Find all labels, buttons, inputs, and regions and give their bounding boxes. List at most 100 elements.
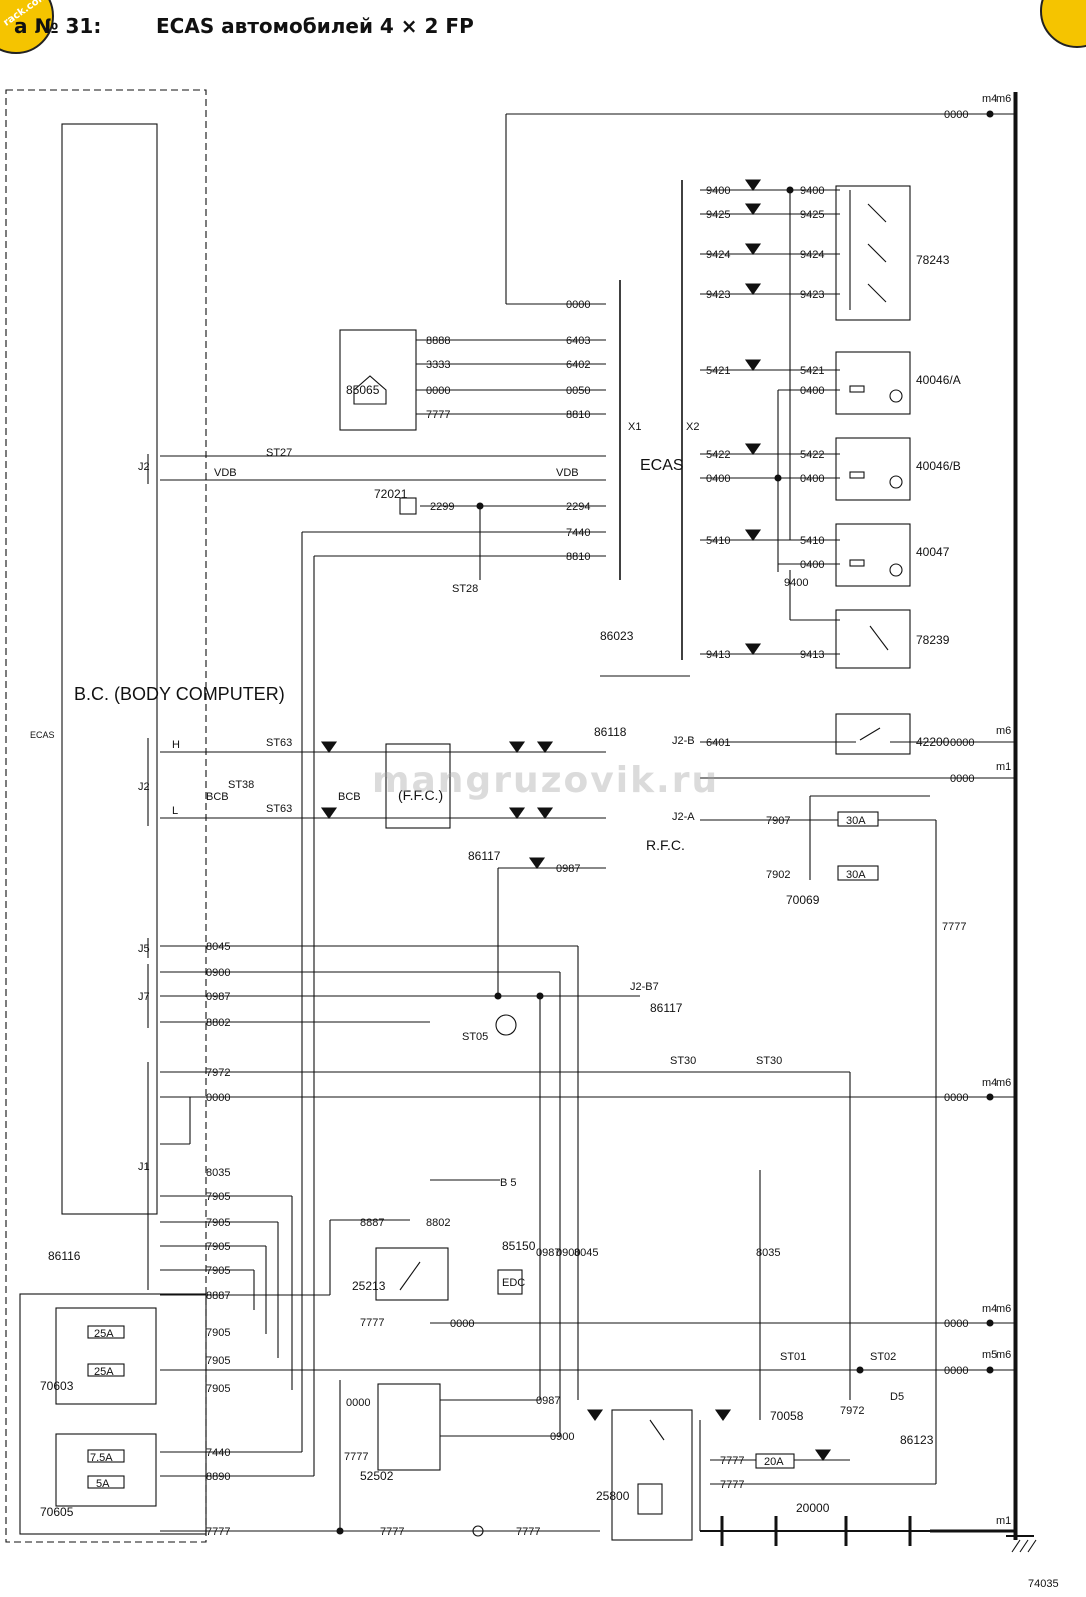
ground-label-m4-mid: m4 [982,1077,997,1089]
wire-label-9400: 9400 [800,185,824,197]
wire-label-7905-6: 7905 [206,1355,230,1367]
st30-label-1: ST30 [670,1055,696,1067]
ground-label-m1-bottom: m1 [996,1515,1011,1527]
component-label-86117: 86117 [650,1001,683,1015]
wire-label-0000-mid: 0000 [944,1092,968,1104]
ground-label-m6-mid: m6 [996,1077,1011,1089]
component-78243 [835,185,911,321]
wire-label-0000-52502: 0000 [346,1397,370,1409]
wire-label-0050: 0050 [566,385,590,397]
fuse-box-70603 [55,1307,157,1405]
wire-label-7905-3: 7905 [206,1241,230,1253]
ffc-box [385,743,451,829]
connector-label-j2b: J2-B [672,735,695,747]
wire-label-9413-b: 9413 [800,649,824,661]
component-label-85150: 85150 [502,1239,536,1253]
diagram-title: ECAS автомобилей 4 × 2 FP [156,14,474,38]
wire-label-0000-42200: 0000 [950,737,974,749]
wire-label-7777-relay: 7777 [360,1317,384,1329]
wire-label-8887: 8887 [206,1290,230,1302]
ffc-code-label: 86117 [468,849,501,863]
wire-label-7440-b: 7440 [206,1447,230,1459]
wire-label-0000-switch: 0000 [944,1365,968,1377]
component-40046b [835,437,911,501]
wire-label-8890: 8890 [206,1471,230,1483]
ground-label-m1-rfc: m1 [996,761,1011,773]
connector-label-j7: J7 [138,991,150,1003]
ground-label-m4-top: m4 [982,93,997,105]
switch-85065 [339,329,417,431]
reference-number: 74035 [1028,1578,1059,1590]
wire-label-0900: 0900 [206,967,230,979]
wire-label-0000-x1: 0000 [566,299,590,311]
ffc-label: (F.F.C.) [398,787,443,803]
wire-label-7777-mid: 7777 [380,1526,404,1538]
relay-25213 [375,1247,449,1301]
switch-52502-label: 52502 [360,1469,394,1483]
wire-label-2294: 2294 [566,501,590,513]
component-42200 [835,713,911,755]
wire-label-5410-a: 5410 [706,535,730,547]
component-78239 [835,609,911,669]
wire-label-3333: 3333 [426,359,450,371]
component-40046a [835,351,911,415]
wire-label-9400-b: 9400 [706,185,730,197]
wire-label-0400-b: 0400 [706,473,730,485]
rfc-label: R.F.C. [646,837,685,853]
fuse-label-30a-1: 30A [846,815,866,827]
ground-label-m6-switch: m6 [996,1349,1011,1361]
wire-label-6401: 6401 [706,737,730,749]
wire-label-8888: 8888 [426,335,450,347]
wire-label-8810: 8810 [566,551,590,563]
wire-label-7440: 7440 [566,527,590,539]
wire-label-0000-relay-right: 0000 [944,1318,968,1330]
body-computer-code: 86116 [48,1249,81,1263]
wire-label-7777-bottom: 7777 [206,1526,230,1538]
l-label-left: L [172,805,178,817]
wire-label-0000-relay: 0000 [450,1318,474,1330]
component-label-40047: 40047 [916,545,950,559]
fuse-label-7-5a: 7.5A [90,1452,113,1464]
wire-label-7905-4: 7905 [206,1265,230,1277]
fuse-label-25a-1: 25A [94,1328,114,1340]
wire-label-8045: 8045 [206,941,230,953]
component-label-42200: 42200 [916,735,950,749]
fuse-label-5a: 5A [96,1478,110,1490]
st63-label-top: ST63 [266,737,292,749]
connector-label-j2b7: J2-B7 [630,981,659,993]
wire-label-0400-a: 0400 [800,385,824,397]
wire-label-7972-v: 7972 [840,1405,864,1417]
watermark: mangruzovik.ru [372,760,720,801]
component-label-70069: 70069 [786,893,820,907]
wire-label-5421-a: 5421 [706,365,730,377]
wire-label-5421-b: 5421 [800,365,824,377]
d5-label: D5 [890,1391,904,1403]
wire-label-9400-c: 9400 [784,577,808,589]
wire-label-7905-5: 7905 [206,1327,230,1339]
wire-label-2299: 2299 [430,501,454,513]
wire-label-7905-2: 7905 [206,1217,230,1229]
ground-label-m6-42200: m6 [996,725,1011,737]
wire-label-0000-top: 0000 [944,109,968,121]
wire-label-0987: 0987 [206,991,230,1003]
connector-label-j2-top: J2 [138,461,150,473]
wire-label-0400-d: 0400 [800,559,824,571]
st02-label: ST02 [870,1351,896,1363]
wire-label-7777-right: 7777 [942,921,966,933]
wire-label-0987-52502: 0987 [536,1395,560,1407]
ecas-code-label: 86023 [600,629,634,643]
st01-label: ST01 [780,1351,806,1363]
component-label-86123: 86123 [900,1433,934,1447]
wire-label-8045-v: 8045 [574,1247,598,1259]
component-label-78239: 78239 [916,633,950,647]
st30-label-2: ST30 [756,1055,782,1067]
fuse-30a-2 [837,865,879,881]
wire-label-0000-j1: 0000 [206,1092,230,1104]
wire-label-8035-v: 8035 [756,1247,780,1259]
wire-label-0987-rfc: 0987 [556,863,580,875]
wire-label-7907: 7907 [766,815,790,827]
body-computer-label: B.C. (BODY COMPUTER) [74,684,285,704]
wire-label-0000-rfc: 0000 [950,773,974,785]
